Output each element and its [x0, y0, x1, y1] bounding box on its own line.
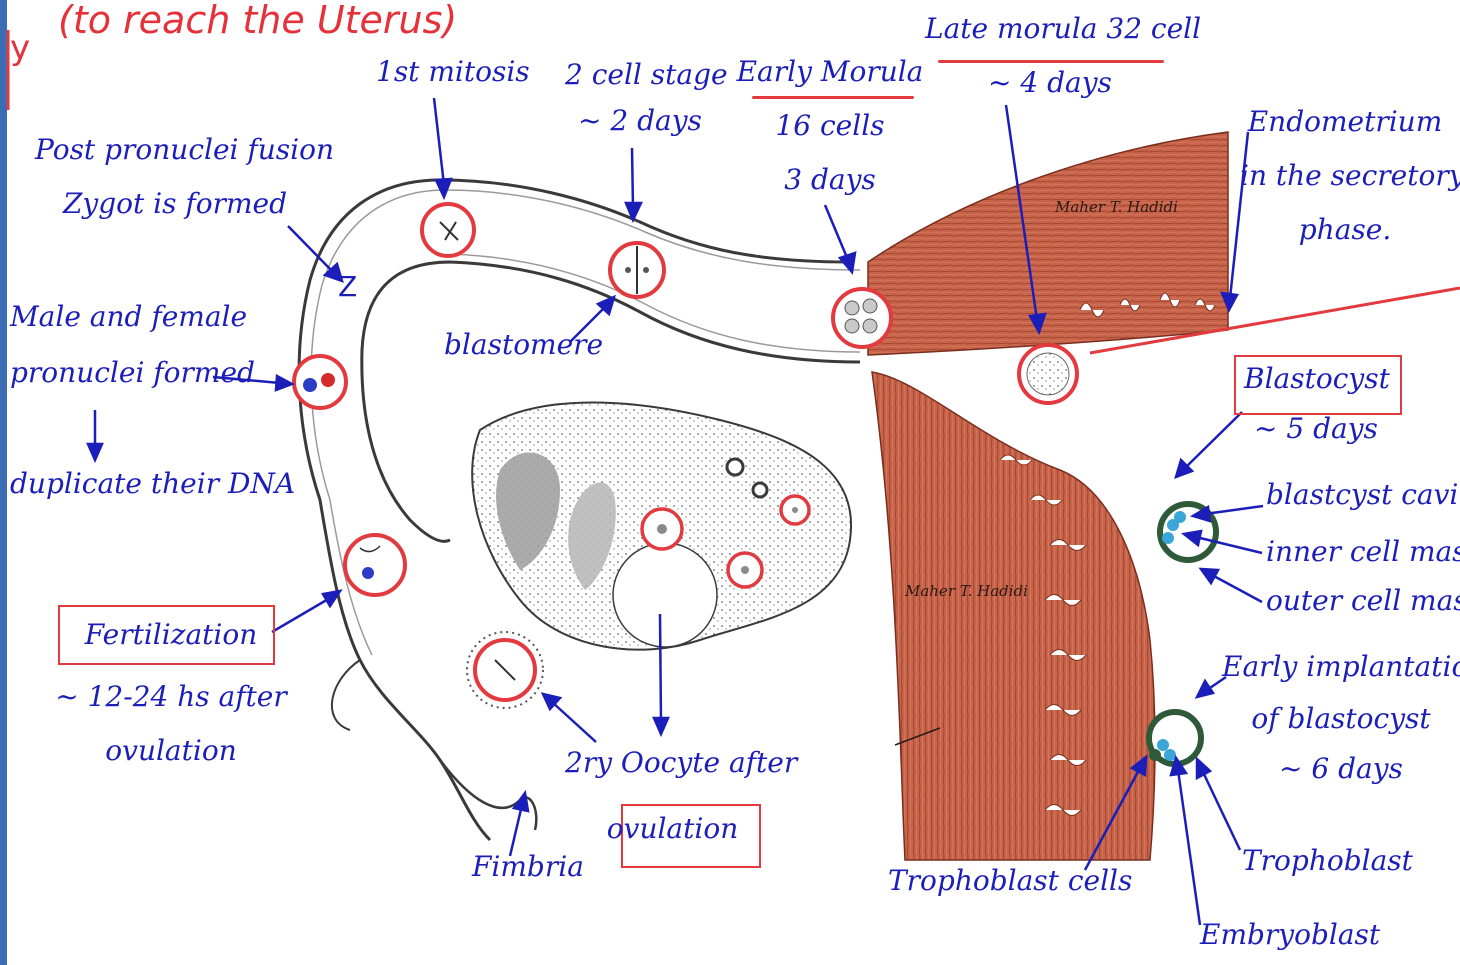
label-pronuclei: Male and female pronuclei formed: [10, 300, 255, 390]
cell-pronuclei: [294, 356, 346, 408]
label-fimbria: Fimbria: [472, 850, 584, 884]
cell-early-morula: [833, 289, 891, 347]
label-fertilization-line2: ~ 12-24 hs after: [40, 680, 302, 714]
label-fertilization-line1: Fertilization: [40, 618, 302, 652]
label-endometrium-line3: phase.: [1240, 213, 1450, 247]
label-early-implantation-line2: of blastocyst: [1222, 702, 1460, 736]
label-endometrium-line1: Endometrium: [1240, 105, 1450, 139]
label-two-cell-stage-line2: ~ 2 days: [565, 104, 715, 138]
label-trophoblast: Trophoblast: [1242, 844, 1413, 878]
label-late-morula-line2: ~ 4 days: [925, 66, 1175, 100]
ovary: [472, 403, 851, 650]
label-post-pronuclei-line2: Zygot is formed: [35, 187, 315, 221]
label-two-cell-stage: 2 cell stage ~ 2 days: [565, 58, 715, 138]
label-pronuclei-line2: pronuclei formed: [10, 356, 255, 390]
label-fertilization: Fertilization ~ 12-24 hs after ovulation: [40, 618, 302, 768]
handwritten-partial-letter: y: [10, 28, 30, 68]
label-post-pronuclei: Post pronuclei fusion Zygot is formed: [35, 133, 315, 221]
watermark-lower: Maher T. Hadidi: [905, 582, 1028, 600]
label-secondary-oocyte-line1: 2ry Oocyte after: [565, 746, 780, 780]
cell-secondary-oocyte: [467, 632, 543, 708]
label-embryoblast: Embryoblast: [1200, 918, 1380, 952]
cell-late-morula: [1019, 345, 1077, 403]
label-late-morula-line1: Late morula 32 cell: [925, 12, 1175, 46]
label-blastocyst-cavity: blastcyst cavity: [1266, 478, 1460, 512]
cell-fertilization: [345, 535, 405, 595]
cell-two-cell: [610, 243, 664, 297]
label-inner-cell-mass: inner cell mass: [1266, 535, 1460, 569]
label-late-morula: Late morula 32 cell ~ 4 days: [925, 12, 1175, 100]
label-blastomere: blastomere: [444, 328, 603, 362]
label-early-implantation-line3: ~ 6 days: [1222, 752, 1460, 786]
label-first-mitosis: 1st mitosis: [376, 55, 530, 89]
label-blastocyst-line1: Blastocyst: [1244, 362, 1390, 396]
cell-first-mitosis: [422, 204, 474, 256]
label-post-pronuclei-line1: Post pronuclei fusion: [35, 133, 315, 167]
label-early-implantation-line1: Early implantation: [1222, 650, 1460, 684]
label-early-morula: Early Morula 16 cells 3 days: [735, 55, 925, 197]
label-secondary-oocyte-line2: ovulation: [565, 812, 780, 846]
watermark-upper: Maher T. Hadidi: [1055, 198, 1178, 216]
label-pronuclei-line1: Male and female: [10, 300, 255, 334]
label-trophoblast-cells: Trophoblast cells: [888, 864, 1132, 898]
label-secondary-oocyte: 2ry Oocyte after ovulation: [565, 746, 780, 846]
label-early-morula-line3: 3 days: [735, 163, 925, 197]
label-early-morula-line1: Early Morula: [735, 55, 925, 89]
label-blastocyst: Blastocyst ~ 5 days: [1244, 362, 1390, 446]
cell-implanting-blastocyst: [1149, 712, 1201, 764]
label-two-cell-stage-line1: 2 cell stage: [565, 58, 715, 92]
label-blastocyst-line2: ~ 5 days: [1254, 412, 1390, 446]
label-early-implantation: Early implantation of blastocyst ~ 6 day…: [1222, 650, 1460, 786]
label-duplicate-dna: duplicate their DNA: [10, 467, 295, 501]
label-fertilization-line3: ovulation: [40, 734, 302, 768]
label-endometrium: Endometrium in the secretory phase.: [1240, 105, 1450, 247]
uterine-wall-lower: [872, 372, 1155, 860]
label-outer-cell-mass: outer cell mass: [1266, 584, 1460, 618]
label-z-marker: Z: [338, 270, 357, 304]
label-early-morula-line2: 16 cells: [735, 109, 925, 143]
label-endometrium-line2: in the secretory: [1240, 159, 1450, 193]
handwritten-note: (to reach the Uterus): [58, 0, 457, 42]
